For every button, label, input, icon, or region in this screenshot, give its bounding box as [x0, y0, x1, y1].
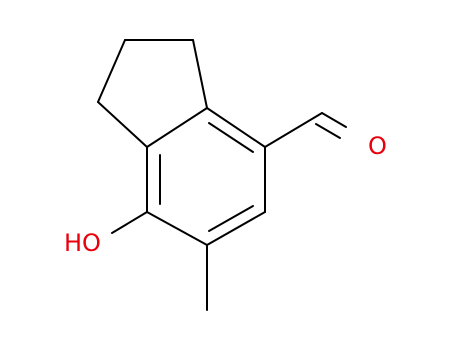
bond-c3-c6 — [206, 107, 266, 148]
bond-c2-c3 — [192, 39, 208, 109]
bond-c1-c4 — [97, 39, 126, 103]
bond-c3-c6-inner — [208, 122, 254, 153]
bonds — [97, 39, 347, 311]
bond-cho-o-inner — [315, 123, 341, 139]
bond-c6-cho — [264, 112, 323, 148]
bond-c7-c8 — [206, 211, 266, 246]
bond-c4-c5 — [97, 101, 148, 148]
bond-cho-o-outer — [321, 112, 347, 128]
hydroxyl-label: HO — [64, 229, 101, 257]
atom-labels: O HO — [64, 132, 387, 257]
bond-c3-c5 — [146, 107, 208, 148]
bond-c8-c9 — [146, 211, 208, 246]
bond-c9-oh — [111, 211, 148, 234]
aldehyde-oxygen-label: O — [368, 132, 387, 160]
bond-c7-c8-inner — [208, 205, 254, 232]
